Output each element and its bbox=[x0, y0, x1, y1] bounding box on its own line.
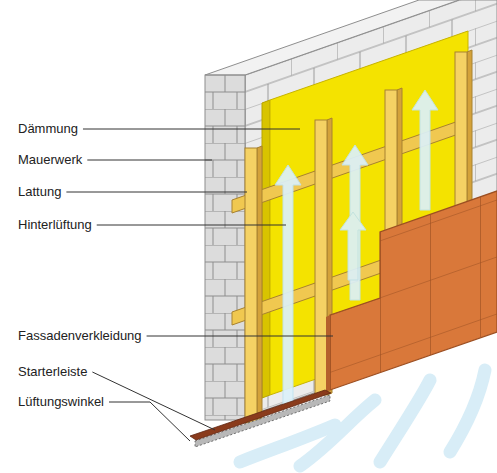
part-label: Starterleiste bbox=[18, 364, 87, 380]
leader-line bbox=[97, 225, 286, 226]
leader-line bbox=[87, 160, 212, 161]
leader-line bbox=[66, 192, 247, 193]
part-label: Lattung bbox=[18, 184, 61, 200]
part-label: Dämmung bbox=[18, 121, 78, 137]
part-label: Hinterlüftung bbox=[18, 217, 92, 233]
part-label: Mauerwerk bbox=[18, 152, 82, 168]
leader-line bbox=[83, 129, 300, 130]
part-label: Fassadenverkleidung bbox=[18, 328, 142, 344]
leader-line bbox=[92, 372, 215, 430]
part-label: Lüftungswinkel bbox=[18, 394, 104, 410]
leader-line bbox=[109, 402, 190, 441]
leader-line bbox=[147, 336, 333, 337]
